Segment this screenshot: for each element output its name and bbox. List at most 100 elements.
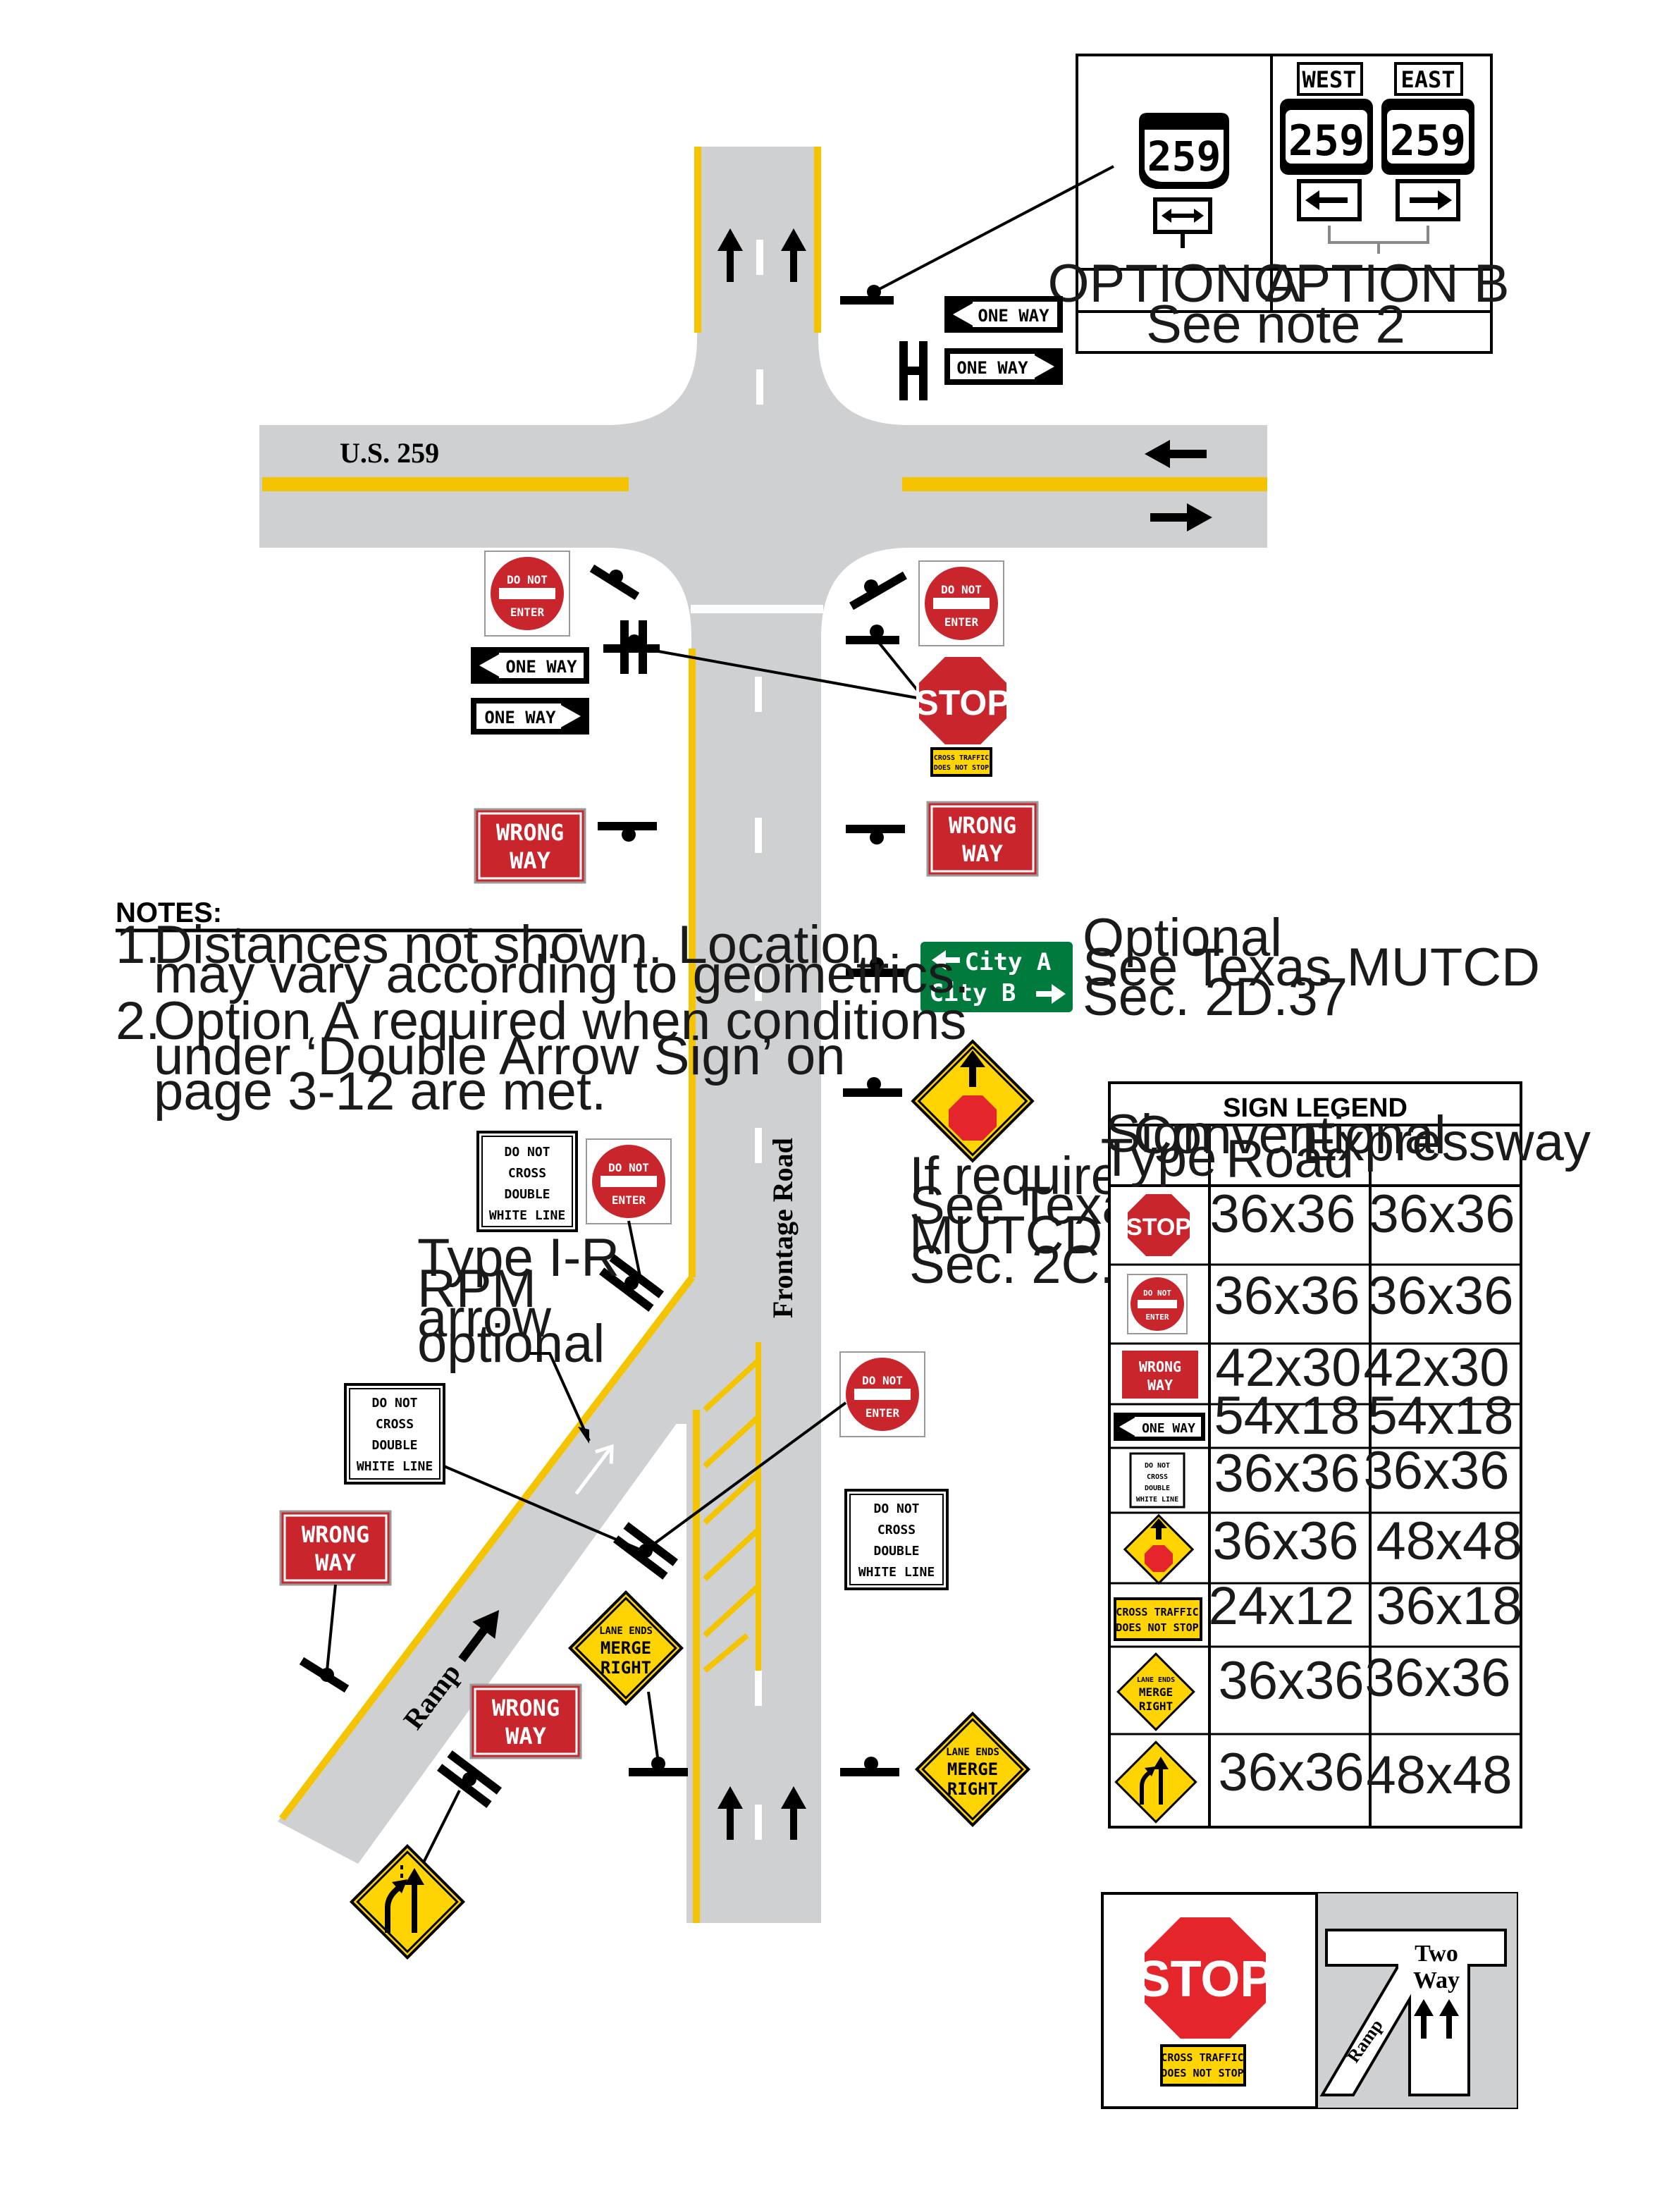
legend-merge-right-icon: LANE ENDS MERGE RIGHT bbox=[1116, 1652, 1195, 1731]
svg-text:RIGHT: RIGHT bbox=[947, 1779, 998, 1799]
cross-traffic-plate: CROSS TRAFFIC DOES NOT STOP bbox=[930, 747, 992, 777]
svg-text:259: 259 bbox=[1288, 116, 1365, 166]
svg-text:Distances not shown. Location: Distances not shown. Location bbox=[154, 915, 880, 975]
svg-text:CROSS TRAFFIC: CROSS TRAFFIC bbox=[934, 754, 989, 762]
svg-text:36x18: 36x18 bbox=[1376, 1576, 1522, 1636]
merge-right-sign: LANE ENDS MERGE RIGHT bbox=[915, 1712, 1030, 1827]
svg-text:Way: Way bbox=[1413, 1967, 1460, 1993]
one-way-sign-left: ONE WAY bbox=[471, 647, 589, 684]
do-not-cross-sign: DO NOT CROSS DOUBLE WHITE LINE bbox=[344, 1383, 445, 1485]
legend-do-not-cross-icon: DO NOT CROSS DOUBLE WHITE LINE bbox=[1129, 1452, 1185, 1509]
svg-text:36x36: 36x36 bbox=[1209, 1184, 1355, 1244]
svg-text:ENTER: ENTER bbox=[510, 606, 545, 619]
svg-text:DOES NOT STOP: DOES NOT STOP bbox=[1116, 1621, 1198, 1634]
svg-text:36x36: 36x36 bbox=[1363, 1441, 1509, 1501]
svg-text:36x36: 36x36 bbox=[1218, 1743, 1364, 1802]
svg-text:DOES NOT STOP: DOES NOT STOP bbox=[1161, 2067, 1243, 2079]
svg-text:ONE WAY: ONE WAY bbox=[956, 358, 1028, 378]
inset-stop-sign: STOP bbox=[1137, 1915, 1274, 2041]
destination-guide-sign: City A City B bbox=[918, 939, 1076, 1015]
svg-text:LANE ENDS: LANE ENDS bbox=[946, 1747, 999, 1758]
right-arrow-plate bbox=[1396, 179, 1460, 221]
do-not-enter-sign-ramp: DO NOT ENTER bbox=[586, 1138, 672, 1224]
sign-legend-table: SIGN LEGEND Sign Type Conventional Road … bbox=[1101, 1081, 1591, 1829]
svg-text:ONE WAY: ONE WAY bbox=[505, 657, 577, 677]
svg-text:ONE WAY: ONE WAY bbox=[978, 306, 1049, 326]
us-route-shield-icon: 259 bbox=[1381, 99, 1474, 175]
us-route-shield-icon: 259 bbox=[1280, 99, 1373, 175]
svg-text:RPM: RPM bbox=[417, 1259, 536, 1319]
svg-text:See Texas MUTCD: See Texas MUTCD bbox=[1083, 938, 1540, 997]
notes-title: NOTES: bbox=[116, 897, 222, 928]
notes-block: NOTES: 1. Distances not shown. Location … bbox=[116, 897, 969, 1122]
route-sign-options-box: 259 WEST EAST 259 259 bbox=[1048, 54, 1510, 355]
merge-right-sign: LANE ENDS MERGE RIGHT bbox=[568, 1590, 684, 1706]
sign-post bbox=[603, 620, 660, 674]
us259-label: U.S. 259 bbox=[340, 437, 439, 469]
intersection-corners-south bbox=[606, 553, 909, 637]
westbound-arrow-icon bbox=[1145, 440, 1207, 468]
svg-text:STOP: STOP bbox=[1137, 1951, 1274, 2008]
gore-striping bbox=[703, 1342, 761, 1675]
svg-text:City A: City A bbox=[965, 948, 1052, 976]
svg-text:WAY: WAY bbox=[505, 1723, 547, 1750]
svg-text:DO NOT: DO NOT bbox=[371, 1396, 417, 1411]
sign-post bbox=[840, 1757, 899, 1776]
svg-text:CROSS TRAFFIC: CROSS TRAFFIC bbox=[1116, 1606, 1198, 1618]
sign-post bbox=[598, 822, 657, 842]
svg-text:CROSS: CROSS bbox=[877, 1523, 916, 1537]
do-not-cross-sign: DO NOT CROSS DOUBLE WHITE LINE bbox=[476, 1131, 578, 1232]
guide-sign-note: Optional See Texas MUTCD Sec. 2D.37 bbox=[1083, 908, 1540, 1027]
svg-text:WAY: WAY bbox=[1147, 1377, 1173, 1394]
added-lane-sign bbox=[349, 1843, 466, 1960]
legend-added-lane-icon bbox=[1114, 1740, 1197, 1824]
option-b-label: OPTION B bbox=[1253, 254, 1509, 314]
svg-text:2.: 2. bbox=[116, 991, 160, 1051]
sign-post bbox=[613, 1522, 678, 1580]
two-way-arrows-icon bbox=[1414, 1999, 1459, 2039]
svg-text:ENTER: ENTER bbox=[944, 615, 979, 629]
svg-text:DO NOT: DO NOT bbox=[504, 1145, 550, 1160]
sign-post bbox=[840, 285, 894, 305]
svg-text:may vary according to geometr: may vary according to geometrics. bbox=[154, 945, 969, 1004]
svg-text:42x30: 42x30 bbox=[1215, 1338, 1361, 1398]
legend-stop-icon: STOP bbox=[1126, 1194, 1191, 1256]
svg-text:Two: Two bbox=[1415, 1941, 1458, 1967]
wrong-way-sign: WRONG WAY bbox=[279, 1510, 392, 1586]
svg-text:Option A required when conditi: Option A required when conditions bbox=[154, 991, 966, 1051]
svg-text:24x12: 24x12 bbox=[1208, 1576, 1354, 1636]
legend-wrong-way-icon: WRONG WAY bbox=[1122, 1351, 1198, 1399]
svg-text:WRONG: WRONG bbox=[302, 1521, 369, 1548]
svg-text:optional: optional bbox=[417, 1314, 605, 1374]
svg-text:36x36: 36x36 bbox=[1214, 1266, 1360, 1326]
one-way-sign-right: ONE WAY bbox=[944, 348, 1063, 385]
svg-text:STOP: STOP bbox=[915, 683, 1010, 723]
inset-road-shape bbox=[1319, 1929, 1507, 2096]
ramp-arrow-icon bbox=[458, 1610, 500, 1662]
do-not-enter-sign-gore: DO NOT ENTER bbox=[839, 1351, 925, 1437]
option-a-label: OPTION A bbox=[1048, 254, 1301, 314]
svg-text:36x36: 36x36 bbox=[1367, 1266, 1513, 1326]
svg-text:DO NOT: DO NOT bbox=[1143, 1289, 1171, 1298]
svg-text:RIGHT: RIGHT bbox=[600, 1658, 651, 1678]
sign-post bbox=[589, 564, 640, 601]
svg-text:36x36: 36x36 bbox=[1369, 1184, 1515, 1244]
stop-ahead-sign bbox=[911, 1039, 1035, 1163]
inset-cross-traffic-plate: CROSS TRAFFIC DOES NOT STOP bbox=[1160, 2044, 1246, 2087]
frontage-road-south bbox=[686, 553, 826, 1923]
svg-text:WHITE LINE: WHITE LINE bbox=[489, 1208, 565, 1223]
two-way-inset: STOP CROSS TRAFFIC DOES NOT STOP Two Way… bbox=[1101, 1892, 1518, 2109]
svg-text:under ‘Double Arrow Sign’ on: under ‘Double Arrow Sign’ on bbox=[154, 1026, 846, 1086]
svg-text:WRONG: WRONG bbox=[949, 812, 1016, 839]
svg-text:MERGE: MERGE bbox=[1139, 1685, 1173, 1699]
svg-text:ENTER: ENTER bbox=[866, 1406, 900, 1420]
intersection-corners-north bbox=[606, 338, 909, 420]
svg-text:STOP: STOP bbox=[1126, 1214, 1191, 1241]
svg-text:WHITE LINE: WHITE LINE bbox=[357, 1459, 433, 1474]
rpm-note: Type I-R RPM arrow optional bbox=[417, 1228, 620, 1374]
legend-stop-ahead-icon bbox=[1123, 1513, 1195, 1585]
wrong-way-sign: WRONG WAY bbox=[469, 1683, 582, 1759]
sign-post bbox=[849, 571, 908, 610]
sign-post bbox=[843, 1077, 902, 1097]
svg-text:Type: Type bbox=[1101, 1128, 1217, 1188]
